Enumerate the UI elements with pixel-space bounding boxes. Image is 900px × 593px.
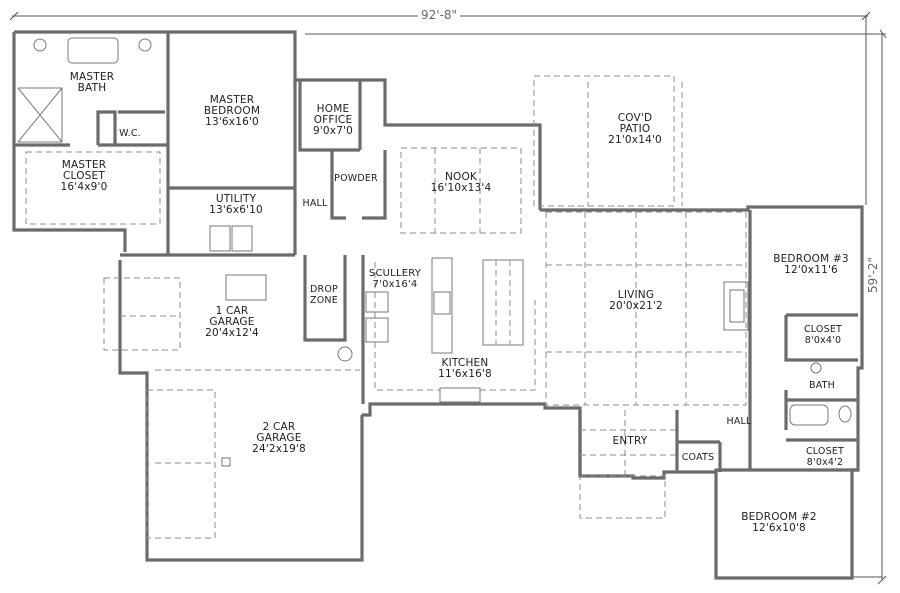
overall-width-dimension: 92'-8" [418, 8, 461, 22]
dimension-lines [9, 11, 887, 585]
exterior-walls [12, 30, 864, 580]
room-hall-west: HALL [302, 198, 328, 209]
room-wc: W.C. [119, 128, 141, 139]
overall-depth-dimension: 59'-2" [866, 253, 880, 296]
room-hall-east: HALL [726, 416, 752, 427]
room-entry: ENTRY [612, 435, 648, 447]
interior-walls [14, 32, 858, 539]
room-coats: COATS [681, 452, 715, 463]
room-powder: POWDER [334, 173, 378, 184]
room-bath: BATH [808, 380, 836, 391]
